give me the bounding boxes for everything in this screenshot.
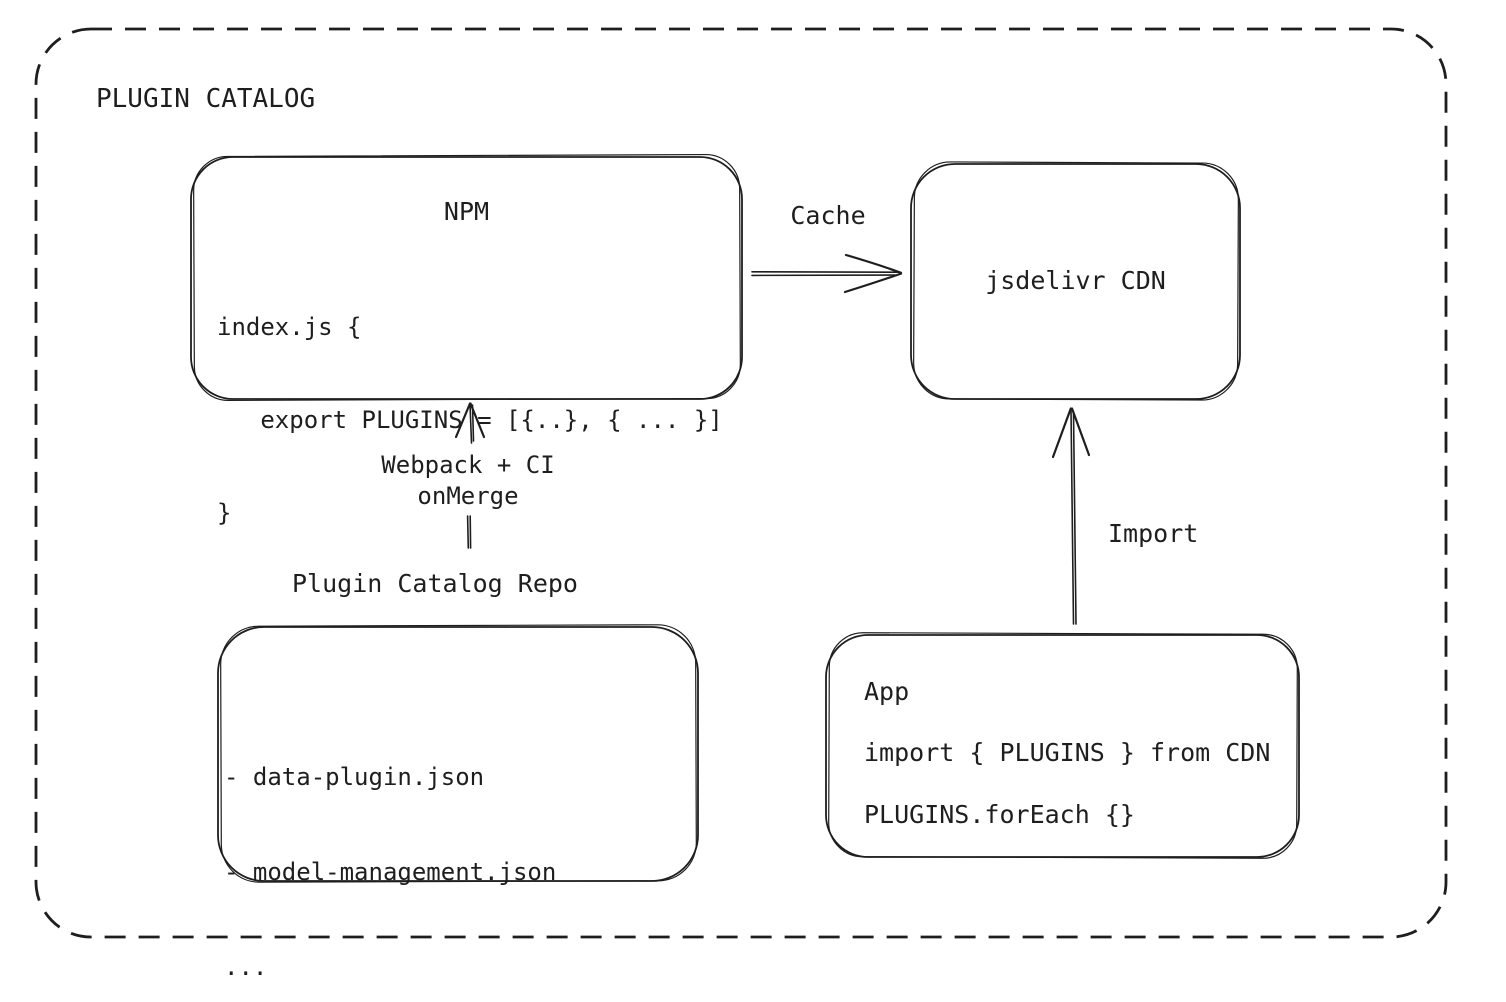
cdn-box-label: jsdelivr CDN	[985, 266, 1166, 295]
cache-arrow	[751, 253, 903, 294]
cdn-box	[910, 161, 1241, 401]
build-edge-label-line1: Webpack + CI	[381, 451, 555, 479]
npm-code-line: }	[217, 499, 232, 527]
repo-box-label: Plugin Catalog Repo	[292, 569, 578, 598]
npm-box	[190, 153, 743, 402]
app-box	[825, 632, 1300, 859]
build-arrow	[454, 402, 486, 549]
npm-box-title: NPM	[443, 197, 490, 226]
repo-file-item: ...	[224, 953, 268, 981]
npm-code-line: export PLUGINS = [{..}, { ... }]	[217, 406, 723, 434]
repo-file-item: - data-plugin.json	[224, 763, 485, 791]
import-edge-label: Import	[1108, 519, 1199, 548]
app-box-title: App	[864, 677, 910, 706]
plugin-catalog-dashed-border	[34, 27, 1448, 939]
app-code-line: import { PLUGINS } from CDN	[864, 738, 1271, 767]
plugin-catalog-title: PLUGIN CATALOG	[96, 84, 316, 114]
build-edge-label-line2: onMerge	[417, 482, 519, 510]
npm-code-line: index.js {	[217, 313, 362, 341]
app-code-line: PLUGINS.forEach {}	[864, 800, 1135, 829]
npm-code-block: index.js { export PLUGINS = [{..}, { ...…	[217, 252, 723, 591]
cache-edge-label: Cache	[790, 201, 866, 230]
repo-file-list: - data-plugin.json - model-management.js…	[224, 702, 556, 1002]
repo-box	[217, 624, 699, 883]
import-arrow	[1051, 407, 1091, 625]
repo-file-item: - model-management.json	[224, 858, 557, 886]
